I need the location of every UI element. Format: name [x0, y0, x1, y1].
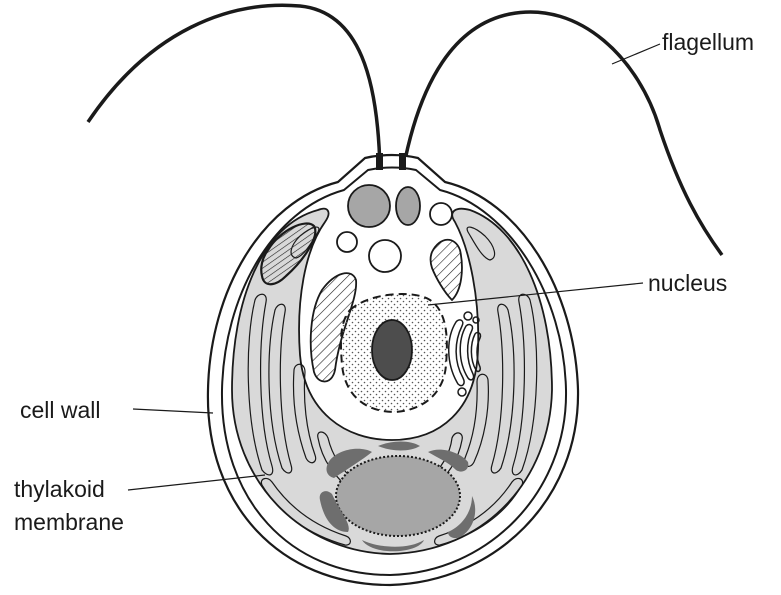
label-membrane: membrane — [14, 509, 124, 535]
flagellum-left — [88, 5, 380, 170]
label-thylakoid: thylakoid — [14, 476, 105, 502]
label-nucleus: nucleus — [648, 270, 727, 296]
label-cell-wall: cell wall — [20, 397, 101, 423]
vesicle — [369, 240, 401, 272]
basal-body-left — [376, 153, 383, 170]
vesicle — [430, 203, 452, 225]
nucleolus — [372, 320, 412, 380]
leader-cell-wall — [133, 409, 213, 413]
vacuole-grey-left — [348, 185, 390, 227]
label-flagellum: flagellum — [662, 29, 754, 55]
vesicle — [337, 232, 357, 252]
basal-body-right — [399, 153, 406, 170]
vacuole-grey-right — [396, 187, 420, 225]
